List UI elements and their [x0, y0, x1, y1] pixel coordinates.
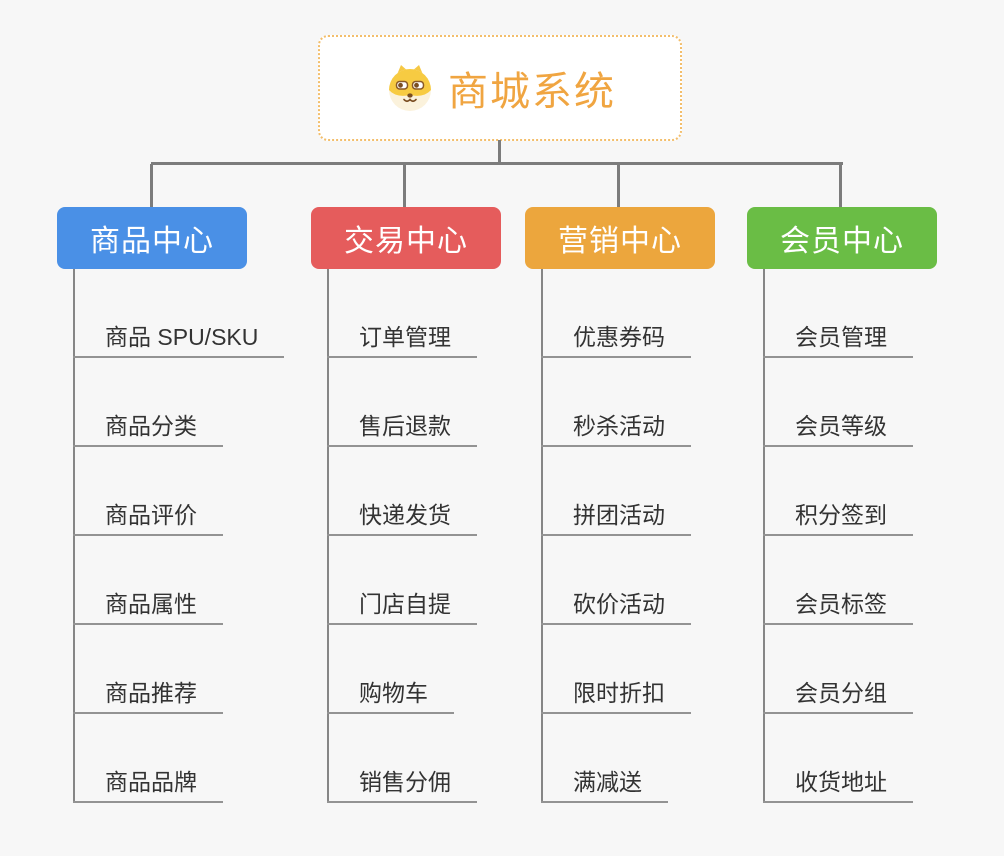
- leaf-node[interactable]: 商品评价: [73, 500, 223, 536]
- branch-node-product-center[interactable]: 商品中心: [57, 207, 247, 269]
- leaf-node[interactable]: 会员等级: [763, 411, 913, 447]
- connector-drop-product: [150, 164, 153, 208]
- leaf-node[interactable]: 订单管理: [327, 322, 477, 358]
- leaf-column-trade-center: 订单管理 售后退款 快递发货 门店自提 购物车 销售分佣: [327, 322, 477, 856]
- leaf-node[interactable]: 快递发货: [327, 500, 477, 536]
- leaf-node[interactable]: 会员分组: [763, 678, 913, 714]
- leaf-node[interactable]: 商品推荐: [73, 678, 223, 714]
- leaf-node[interactable]: 会员管理: [763, 322, 913, 358]
- leaf-node[interactable]: 砍价活动: [541, 589, 691, 625]
- leaf-column-member-center: 会员管理 会员等级 积分签到 会员标签 会员分组 收货地址: [763, 322, 913, 856]
- root-node-title: 商城系统: [448, 70, 616, 114]
- connector-drop-marketing: [617, 164, 620, 208]
- leaf-node[interactable]: 商品品牌: [73, 767, 223, 803]
- leaf-column-product-center: 商品 SPU/SKU 商品分类 商品评价 商品属性 商品推荐 商品品牌: [73, 322, 285, 856]
- leaf-node[interactable]: 购物车: [327, 678, 454, 714]
- connector-horizontal-bar: [151, 162, 843, 165]
- branch-node-trade-center[interactable]: 交易中心: [311, 207, 501, 269]
- leaf-node[interactable]: 会员标签: [763, 589, 913, 625]
- leaf-node[interactable]: 优惠券码: [541, 322, 691, 358]
- leaf-node[interactable]: 商品分类: [73, 411, 223, 447]
- connector-root-drop: [498, 140, 501, 163]
- branch-node-marketing-center[interactable]: 营销中心: [525, 207, 715, 269]
- shiba-dog-icon: [389, 65, 431, 111]
- leaf-node[interactable]: 商品 SPU/SKU: [73, 322, 285, 358]
- leaf-node[interactable]: 门店自提: [327, 589, 477, 625]
- leaf-node[interactable]: 商品属性: [73, 589, 223, 625]
- connector-drop-member: [839, 164, 842, 208]
- leaf-node[interactable]: 售后退款: [327, 411, 477, 447]
- leaf-node[interactable]: 限时折扣: [541, 678, 691, 714]
- leaf-node[interactable]: 秒杀活动: [541, 411, 691, 447]
- leaf-node[interactable]: 拼团活动: [541, 500, 691, 536]
- leaf-node[interactable]: 满减送: [541, 767, 668, 803]
- leaf-node[interactable]: 积分签到: [763, 500, 913, 536]
- leaf-node[interactable]: 收货地址: [763, 767, 913, 803]
- leaf-node[interactable]: 销售分佣: [327, 767, 477, 803]
- root-node[interactable]: 商城系统: [318, 35, 682, 141]
- connector-drop-trade: [403, 164, 406, 208]
- leaf-column-marketing-center: 优惠券码 秒杀活动 拼团活动 砍价活动 限时折扣 满减送: [541, 322, 691, 856]
- branch-node-member-center[interactable]: 会员中心: [747, 207, 937, 269]
